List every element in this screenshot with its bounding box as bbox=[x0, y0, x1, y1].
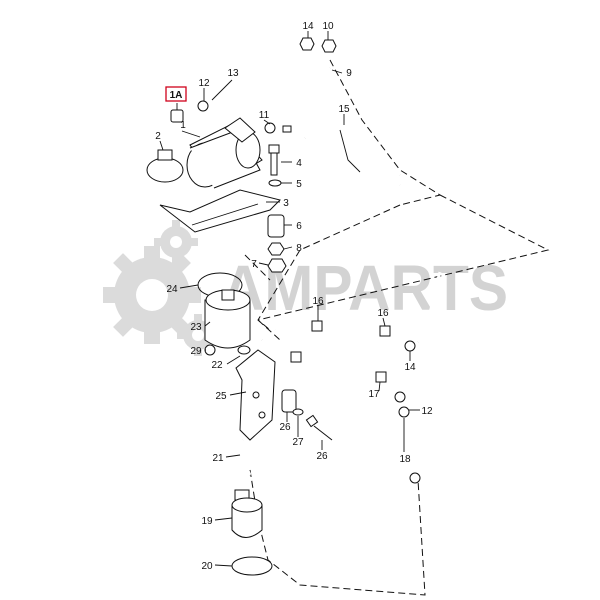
spacer-part bbox=[281, 389, 304, 416]
part-label-16[interactable]: 16 bbox=[377, 308, 389, 319]
fuel-pump-part bbox=[231, 489, 263, 538]
part-label-5[interactable]: 5 bbox=[296, 179, 302, 190]
rubber-mount-part bbox=[267, 214, 285, 238]
part-label-25[interactable]: 25 bbox=[215, 391, 227, 402]
bolt-part bbox=[305, 414, 333, 441]
part-label-21[interactable]: 21 bbox=[212, 453, 224, 464]
assembly-dashed-lines bbox=[244, 59, 550, 596]
fuel-filter-part bbox=[204, 289, 251, 349]
part-label-1a[interactable]: 1A bbox=[170, 90, 183, 101]
part-label-12[interactable]: 12 bbox=[198, 78, 210, 89]
part-label-26[interactable]: 26 bbox=[316, 451, 328, 462]
part-label-27[interactable]: 27 bbox=[292, 437, 304, 448]
part-label-4[interactable]: 4 bbox=[296, 158, 302, 169]
part-label-19[interactable]: 19 bbox=[201, 516, 213, 527]
hose-clamp-part bbox=[231, 556, 273, 576]
part-label-18[interactable]: 18 bbox=[399, 454, 411, 465]
accumulator-part bbox=[186, 117, 263, 189]
part-label-8[interactable]: 8 bbox=[296, 243, 302, 254]
part-label-24[interactable]: 24 bbox=[166, 284, 178, 295]
part-label-9[interactable]: 9 bbox=[346, 68, 352, 79]
highlight-box bbox=[165, 86, 187, 102]
part-label-14[interactable]: 14 bbox=[302, 21, 314, 32]
bolt-part bbox=[268, 144, 280, 176]
fuel-lines bbox=[211, 39, 442, 479]
part-label-3[interactable]: 3 bbox=[283, 198, 289, 209]
callout-labels: 14 10 9 13 12 15 1 11 2 4 5 3 6 8 7 24 1… bbox=[155, 21, 433, 572]
nut-part bbox=[204, 344, 216, 356]
nut-part bbox=[267, 242, 285, 256]
part-label-23[interactable]: 23 bbox=[190, 322, 202, 333]
part-label-6[interactable]: 6 bbox=[296, 221, 302, 232]
part-label-1[interactable]: 1 bbox=[180, 120, 186, 131]
part-label-7[interactable]: 7 bbox=[251, 259, 257, 270]
part-label-14[interactable]: 14 bbox=[404, 362, 416, 373]
fitting-parts bbox=[170, 37, 361, 173]
watermark-text: AMPARTS bbox=[222, 252, 508, 324]
part-label-17[interactable]: 17 bbox=[368, 389, 380, 400]
washer-part bbox=[268, 179, 282, 187]
watermark-logo bbox=[103, 220, 219, 356]
part-label-12[interactable]: 12 bbox=[421, 406, 433, 417]
part-label-22[interactable]: 22 bbox=[211, 360, 223, 371]
washer-part bbox=[237, 345, 251, 355]
support-bracket-part bbox=[235, 349, 276, 441]
leader-lines bbox=[159, 31, 420, 567]
part-label-26[interactable]: 26 bbox=[279, 422, 291, 433]
part-label-16[interactable]: 16 bbox=[312, 296, 324, 307]
part-label-29[interactable]: 29 bbox=[190, 346, 202, 357]
part-label-13[interactable]: 13 bbox=[227, 68, 239, 79]
part-label-15[interactable]: 15 bbox=[338, 104, 350, 115]
part-label-20[interactable]: 20 bbox=[201, 561, 213, 572]
gear-icon bbox=[103, 246, 201, 344]
bracket-plate-part bbox=[159, 189, 281, 233]
fitting-parts bbox=[290, 320, 421, 484]
nut-part bbox=[267, 258, 287, 273]
hose-clamp-part bbox=[146, 149, 184, 183]
part-label-11[interactable]: 11 bbox=[259, 110, 270, 121]
part-label-2[interactable]: 2 bbox=[155, 131, 161, 142]
part-label-10[interactable]: 10 bbox=[322, 21, 334, 32]
gear-icon bbox=[154, 220, 198, 264]
